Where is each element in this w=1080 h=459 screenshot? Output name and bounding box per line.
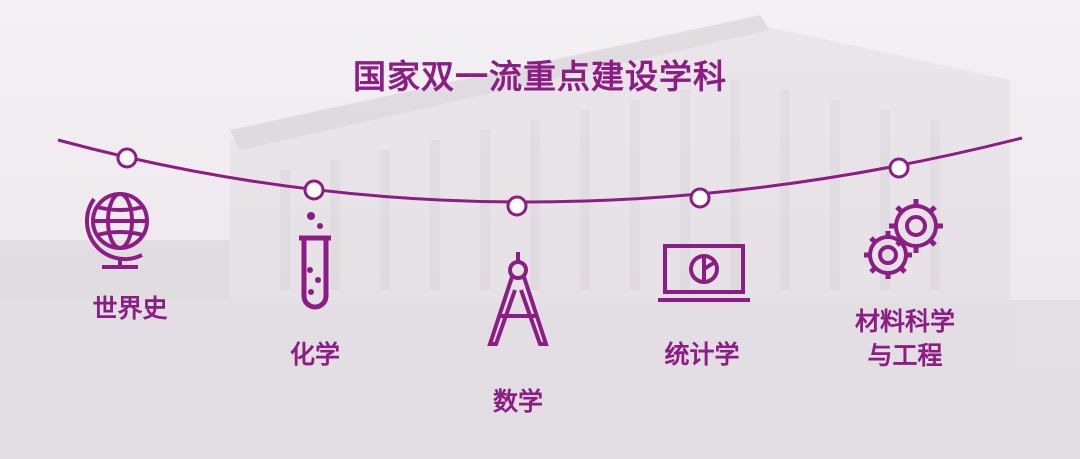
- compass-icon: [487, 252, 549, 346]
- timeline-node: [689, 187, 711, 209]
- timeline-node: [506, 195, 528, 217]
- subject-label-chemistry: 化学: [289, 340, 340, 369]
- timeline-node: [303, 179, 325, 201]
- subject-label-world-history: 世界史: [92, 294, 168, 323]
- page-title: 国家双一流重点建设学科: [353, 57, 727, 96]
- test-tube-icon: [299, 212, 331, 310]
- gears-icon: [864, 199, 943, 279]
- timeline-node: [116, 147, 138, 169]
- timeline-node: [888, 157, 910, 179]
- subject-label-statistics: 统计学: [664, 340, 740, 369]
- laptop-pie-chart-icon: [658, 244, 750, 302]
- subject-label-materials-science: 材料科学 与工程: [854, 307, 955, 370]
- globe-icon: [84, 192, 149, 269]
- subject-label-mathematics: 数学: [492, 387, 543, 416]
